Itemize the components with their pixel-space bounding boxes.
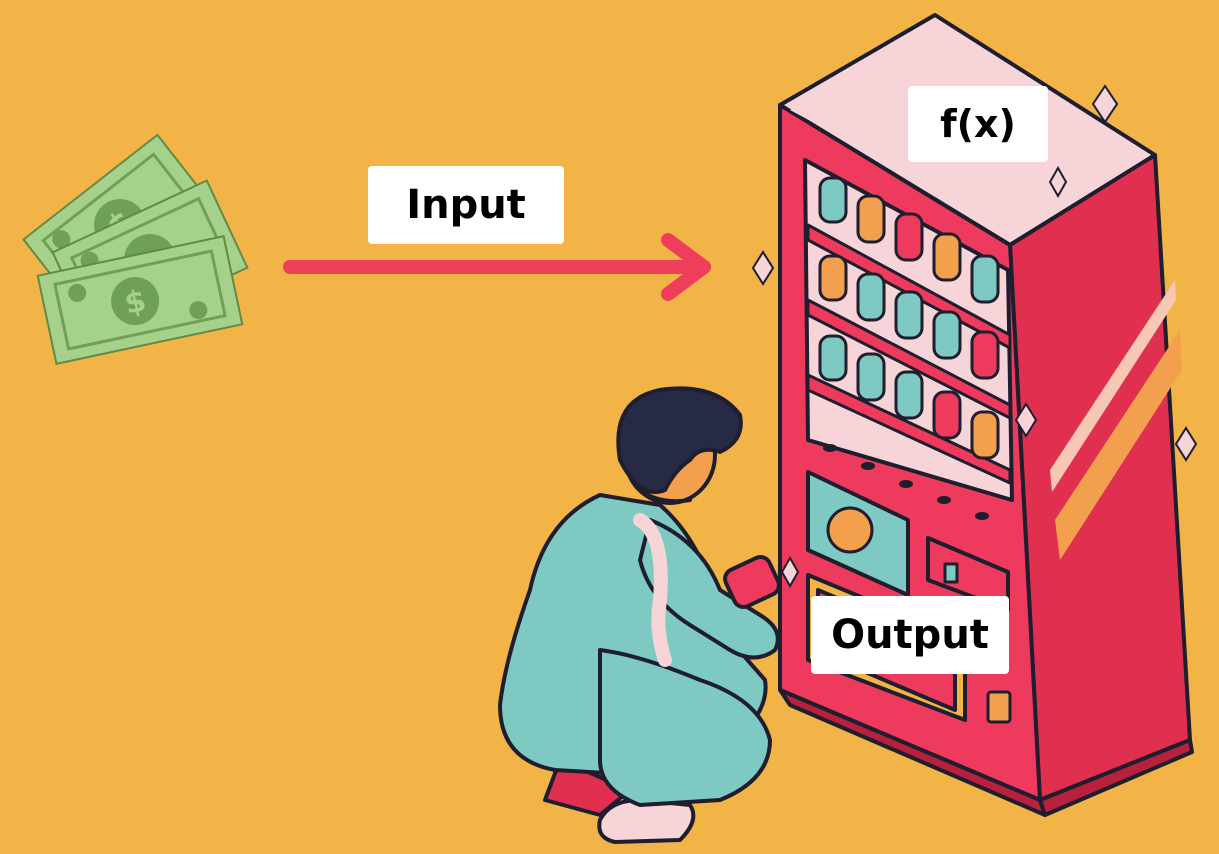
money-bills-icon: $ $	[22, 133, 249, 365]
output-label: Output	[811, 596, 1009, 674]
arrow-right-icon	[283, 233, 711, 301]
function-label: f(x)	[908, 86, 1048, 162]
input-label: Input	[368, 166, 564, 244]
sparkle-decorations	[751, 84, 1198, 589]
crouching-person-illustration	[498, 386, 781, 844]
